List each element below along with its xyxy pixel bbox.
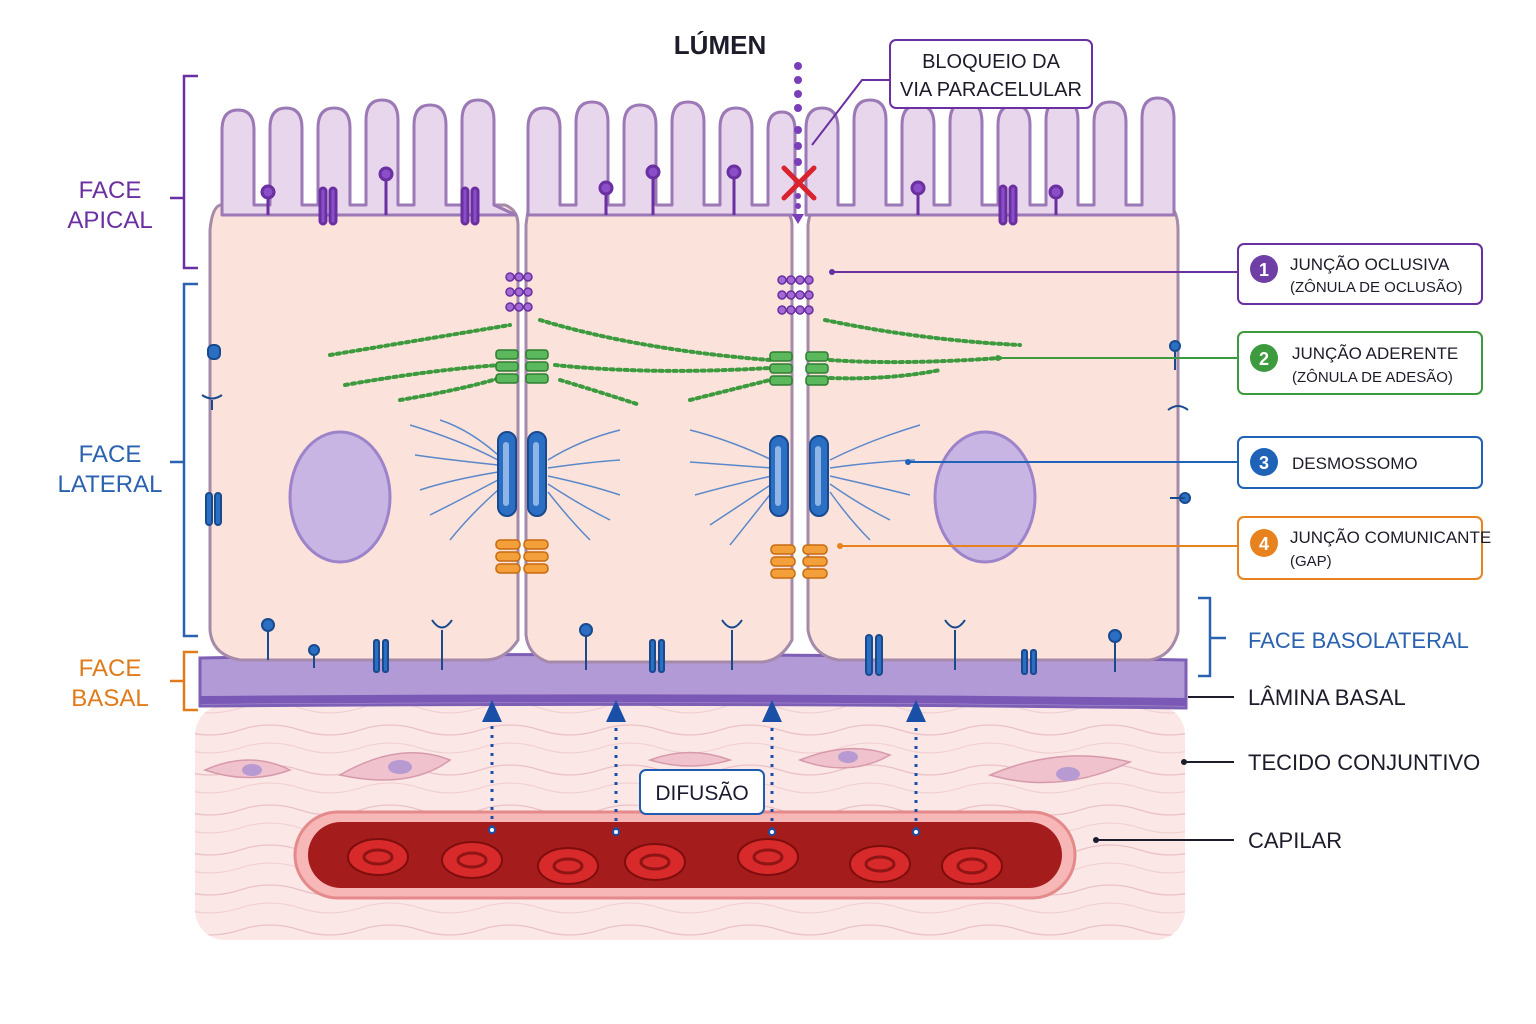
connective-tissue-label: TECIDO CONJUNTIVO — [1248, 750, 1480, 775]
block-callout-line1: BLOQUEIO DA — [922, 51, 1060, 73]
block-callout-line2: VIA PARACELULAR — [900, 79, 1082, 101]
svg-text:2: 2 — [1259, 349, 1269, 369]
apical-membrane-proteins — [260, 164, 1064, 226]
cell-middle — [524, 203, 794, 664]
lumen-title: LÚMEN — [674, 30, 766, 60]
actin-filaments — [328, 318, 1022, 407]
junction-3-callout: 3 DESMOSSOMO — [905, 436, 1483, 489]
junction-4-title: JUNÇÃO COMUNICANTE — [1290, 528, 1491, 547]
face-basolateral-label: FACE BASOLATERAL — [1248, 628, 1469, 653]
junction-4-subtitle: (GAP) — [1290, 553, 1332, 570]
block-x-icon — [781, 165, 817, 201]
diffusion-arrows — [490, 718, 918, 830]
face-lateral-label-1: FACE — [79, 441, 142, 468]
face-lateral-bracket — [170, 282, 198, 638]
adherens-junctions — [495, 349, 829, 386]
junction-1-number-badge — [1250, 255, 1278, 283]
gap-junctions — [495, 539, 828, 579]
junction-1-callout: 1 JUNÇÃO OCLUSIVA (ZÔNULA DE OCLUSÃO) — [829, 243, 1483, 305]
face-basal-label-1: FACE — [79, 655, 142, 682]
basolateral-membrane-proteins — [201, 340, 1191, 676]
svg-text:1: 1 — [1259, 260, 1269, 280]
face-basolateral-bracket — [1198, 596, 1226, 678]
junction-1-subtitle: (ZÔNULA DE OCLUSÃO) — [1290, 279, 1463, 296]
capillary-label: CAPILAR — [1248, 828, 1342, 853]
block-callout-leader — [811, 79, 890, 146]
nucleus-right — [933, 430, 1037, 564]
face-apical-label-2: APICAL — [67, 207, 152, 234]
red-blood-cells — [347, 838, 1003, 885]
junction-2-subtitle: (ZÔNULA DE ADESÃO) — [1292, 369, 1453, 386]
face-apical-bracket — [170, 74, 198, 270]
diffusion-label-box — [639, 769, 765, 815]
nucleus-left — [288, 430, 392, 564]
svg-text:3: 3 — [1259, 453, 1269, 473]
face-apical-label-1: FACE — [79, 177, 142, 204]
svg-text:4: 4 — [1259, 534, 1269, 554]
block-callout-box — [889, 39, 1093, 109]
junction-3-number-badge — [1250, 448, 1278, 476]
paracellular-pathway — [792, 62, 804, 224]
cell-left — [208, 203, 520, 662]
junction-1-title: JUNÇÃO OCLUSIVA — [1290, 255, 1450, 274]
junction-2-title: JUNÇÃO ADERENTE — [1292, 344, 1458, 363]
face-lateral-label-2: LATERAL — [58, 471, 163, 498]
junction-3-title: DESMOSSOMO — [1292, 454, 1418, 473]
junction-4-number-badge — [1250, 529, 1278, 557]
junction-4-callout: 4 JUNÇÃO COMUNICANTE (GAP) — [837, 516, 1491, 580]
junction-2-callout: 2 JUNÇÃO ADERENTE (ZÔNULA DE ADESÃO) — [995, 331, 1483, 395]
junction-2-number-badge — [1250, 344, 1278, 372]
microvilli — [220, 96, 1176, 217]
tight-junctions — [505, 272, 814, 315]
basal-lamina-label: LÂMINA BASAL — [1248, 685, 1406, 710]
face-basal-bracket — [170, 650, 198, 712]
diffusion-label: DIFUSÃO — [655, 781, 748, 805]
face-basal-label-2: BASAL — [71, 685, 148, 712]
capillary — [293, 810, 1077, 900]
